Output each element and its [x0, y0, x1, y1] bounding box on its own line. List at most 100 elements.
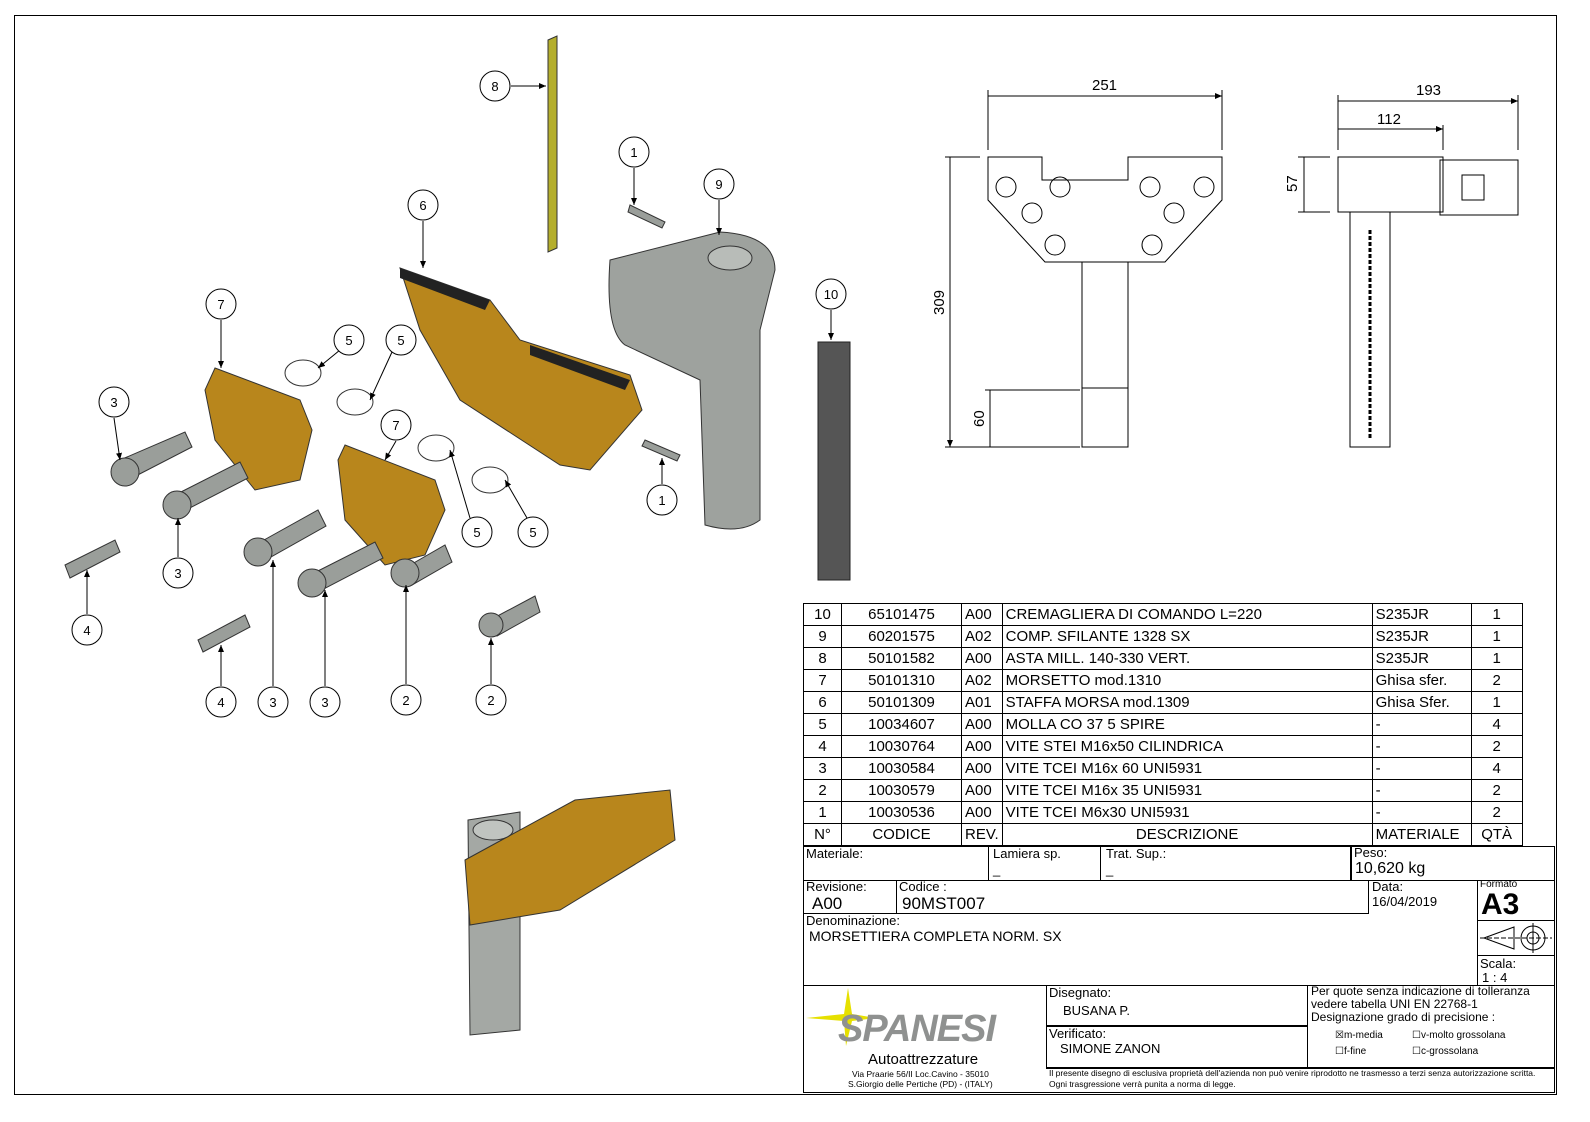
tolerance-line2: vedere tabella UNI EN 22768-1: [1311, 997, 1478, 1011]
revisione-value: A00: [812, 894, 843, 913]
bom-cell-qty: 1: [1470, 625, 1523, 648]
option-c: ☐c-grossolana: [1412, 1046, 1479, 1057]
balloon-label: 2: [402, 693, 409, 708]
balloon-label: 5: [473, 525, 480, 540]
balloon-label: 5: [397, 333, 404, 348]
bom-cell-mat: -: [1371, 735, 1472, 758]
balloon-label: 3: [269, 695, 276, 710]
balloon-label: 4: [217, 695, 224, 710]
bom-cell-desc: MORSETTO mod.1310: [1001, 669, 1373, 692]
projection-symbol-icon: [1480, 923, 1552, 953]
dim-57: 57: [1284, 175, 1301, 192]
star-logo-icon: [806, 988, 876, 1046]
bom-cell-rev: A02: [961, 625, 1003, 648]
option-f: ☐f-fine: [1335, 1046, 1367, 1057]
balloon-label: 2: [487, 693, 494, 708]
verificato-value: SIMONE ZANON: [1060, 1041, 1161, 1056]
dim-112: 112: [1377, 111, 1401, 128]
balloon-5: 5: [333, 324, 365, 356]
scala-value: 1 : 4: [1482, 970, 1508, 985]
bom-header: N° CODICE REV. DESCRIZIONE MATERIALE QTÀ: [803, 823, 1523, 846]
balloon-3: 3: [309, 686, 341, 718]
dimension-labels: 251 193 112 309 60 57: [931, 77, 1441, 427]
header-rev: REV.: [961, 823, 1003, 846]
data-label: Data:: [1372, 879, 1404, 894]
bom-cell-qty: 2: [1470, 735, 1523, 758]
bom-cell-rev: A00: [961, 779, 1003, 802]
bom-cell-n: 1: [803, 801, 842, 824]
balloon-label: 5: [529, 525, 536, 540]
bom-cell-qty: 1: [1470, 603, 1523, 626]
balloon-2: 2: [475, 684, 507, 716]
balloon-5: 5: [517, 516, 549, 548]
bom-cell-code: 10034607: [841, 713, 962, 736]
bom-cell-rev: A00: [961, 713, 1003, 736]
bom-cell-desc: CREMAGLIERA DI COMANDO L=220: [1001, 603, 1373, 626]
balloon-7: 7: [205, 288, 237, 320]
codice-value: 90MST007: [902, 894, 986, 913]
header-n: N°: [803, 823, 842, 846]
balloon-6: 6: [407, 189, 439, 221]
materiale-label: Materiale:: [806, 846, 864, 861]
bom-cell-mat: -: [1371, 713, 1472, 736]
disclaimer-2: Ogni trasgressione verrà punita a norma …: [1049, 1079, 1236, 1089]
balloon-5: 5: [461, 516, 493, 548]
bom-cell-desc: COMP. SFILANTE 1328 SX: [1001, 625, 1373, 648]
balloon-label: 10: [824, 287, 838, 302]
balloon-label: 7: [392, 418, 399, 433]
balloon-label: 1: [630, 145, 637, 160]
part-7-clamp-left: [204, 367, 313, 491]
dim-251: 251: [1092, 77, 1117, 94]
opt-m: m-media: [1343, 1030, 1383, 1041]
part-10-rack: [817, 341, 851, 581]
bom-cell-code: 50101582: [841, 647, 962, 670]
balloon-label: 7: [217, 297, 224, 312]
dim-309: 309: [931, 290, 948, 315]
bom-cell-mat: Ghisa sfer.: [1371, 669, 1472, 692]
scala-label: Scala:: [1480, 956, 1517, 971]
bom-cell-n: 4: [803, 735, 842, 758]
trat-label: Trat. Sup.:: [1106, 846, 1167, 861]
bom-cell-code: 50101310: [841, 669, 962, 692]
data-value: 16/04/2019: [1372, 894, 1438, 909]
bom-cell-rev: A00: [961, 801, 1003, 824]
balloon-label: 6: [419, 198, 426, 213]
codice-label: Codice :: [899, 879, 947, 894]
disegnato-value: BUSANA P.: [1063, 1003, 1130, 1018]
bom-cell-desc: MOLLA CO 37 5 SPIRE: [1001, 713, 1373, 736]
bom-cell-n: 8: [803, 647, 842, 670]
bom-cell-n: 6: [803, 691, 842, 714]
revisione-label: Revisione:: [806, 879, 867, 894]
opt-f: f-fine: [1343, 1046, 1367, 1057]
header-desc: DESCRIZIONE: [1001, 823, 1373, 846]
header-mat: MATERIALE: [1371, 823, 1472, 846]
bom-cell-qty: 4: [1470, 757, 1523, 780]
leader-lines: [84, 83, 834, 686]
bom-cell-rev: A00: [961, 757, 1003, 780]
header-qty: QTÀ: [1470, 823, 1523, 846]
company-address-2: S.Giorgio delle Pertiche (PD) - (ITALY): [848, 1079, 993, 1089]
balloon-3: 3: [162, 557, 194, 589]
bom-cell-n: 2: [803, 779, 842, 802]
trat-value: _: [1106, 862, 1114, 877]
lamiera-value: _: [993, 862, 1001, 877]
peso-value: 10,620 kg: [1355, 860, 1426, 877]
bom-cell-n: 7: [803, 669, 842, 692]
bom-cell-desc: VITE TCEI M16x 35 UNI5931: [1001, 779, 1373, 802]
option-v: ☐v-molto grossolana: [1412, 1030, 1506, 1041]
disegnato-label: Disegnato:: [1049, 985, 1112, 1000]
balloon-2: 2: [390, 684, 422, 716]
balloon-1: 1: [618, 136, 650, 168]
option-m-checked: ☒m-media: [1335, 1030, 1383, 1041]
lamiera-label: Lamiera sp.: [993, 846, 1061, 861]
bom-cell-mat: S235JR: [1371, 625, 1472, 648]
